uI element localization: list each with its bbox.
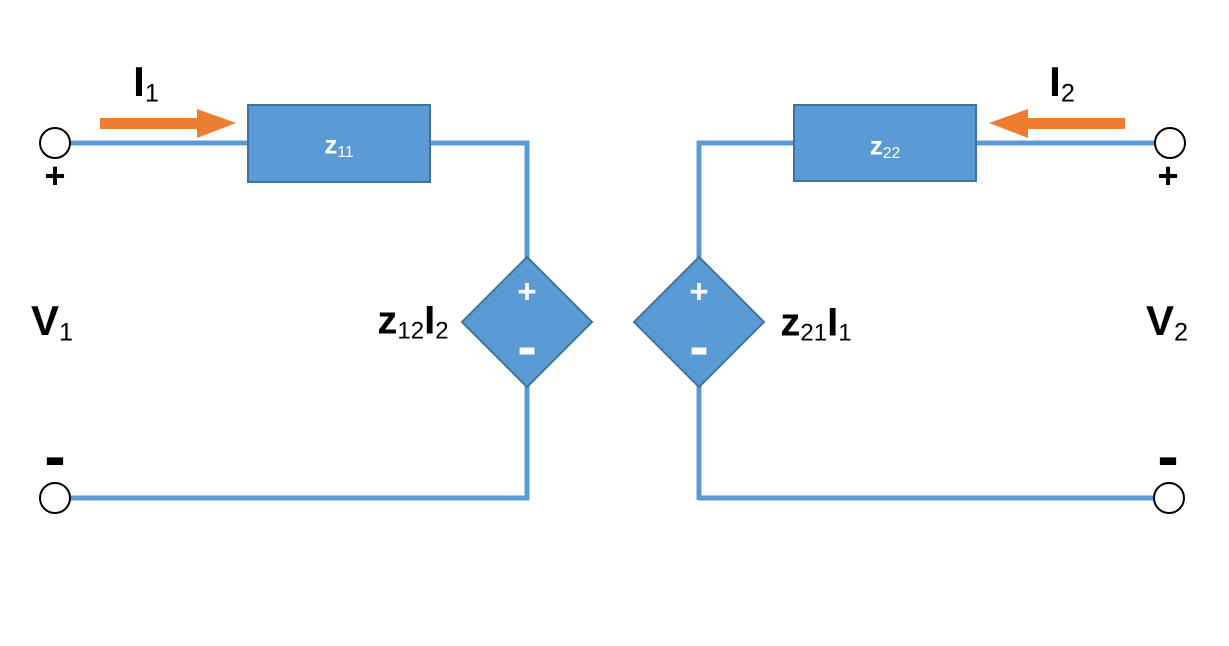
terminal-left-top [39, 127, 71, 159]
v1-port-label: V1 [30, 297, 74, 347]
dependent-source-right-diamond [632, 255, 766, 389]
left-top-plus-sign: + [44, 155, 66, 196]
v2-port-label: V2 [1145, 297, 1189, 347]
left-source-plus-sign: + [517, 272, 537, 310]
impedance-box-z11 [247, 104, 431, 183]
left-source-minus-sign: - [517, 314, 537, 379]
right-source-plus-sign: + [689, 272, 709, 310]
right-bottom-minus-sign: - [1157, 420, 1179, 492]
impedance-box-z22 [793, 104, 977, 182]
left-source-label: z12I2 [377, 298, 449, 345]
i1-current-label: I1 [133, 58, 159, 108]
dependent-source-left-diamond [460, 255, 594, 389]
terminal-right-top [1154, 127, 1186, 159]
left-bottom-minus-sign: - [44, 420, 66, 492]
z22-label: z22 [869, 130, 901, 162]
right-source-minus-sign: - [689, 314, 709, 379]
right-top-plus-sign: + [1157, 155, 1179, 196]
terminal-left-bottom [39, 482, 71, 514]
i1-current-arrow-icon [100, 109, 236, 138]
terminal-right-bottom [1153, 482, 1185, 514]
z11-label: z11 [324, 129, 354, 161]
i2-current-arrow-icon [989, 109, 1125, 138]
i2-current-label: I2 [1049, 58, 1075, 108]
right-source-label: z21I1 [780, 300, 852, 347]
